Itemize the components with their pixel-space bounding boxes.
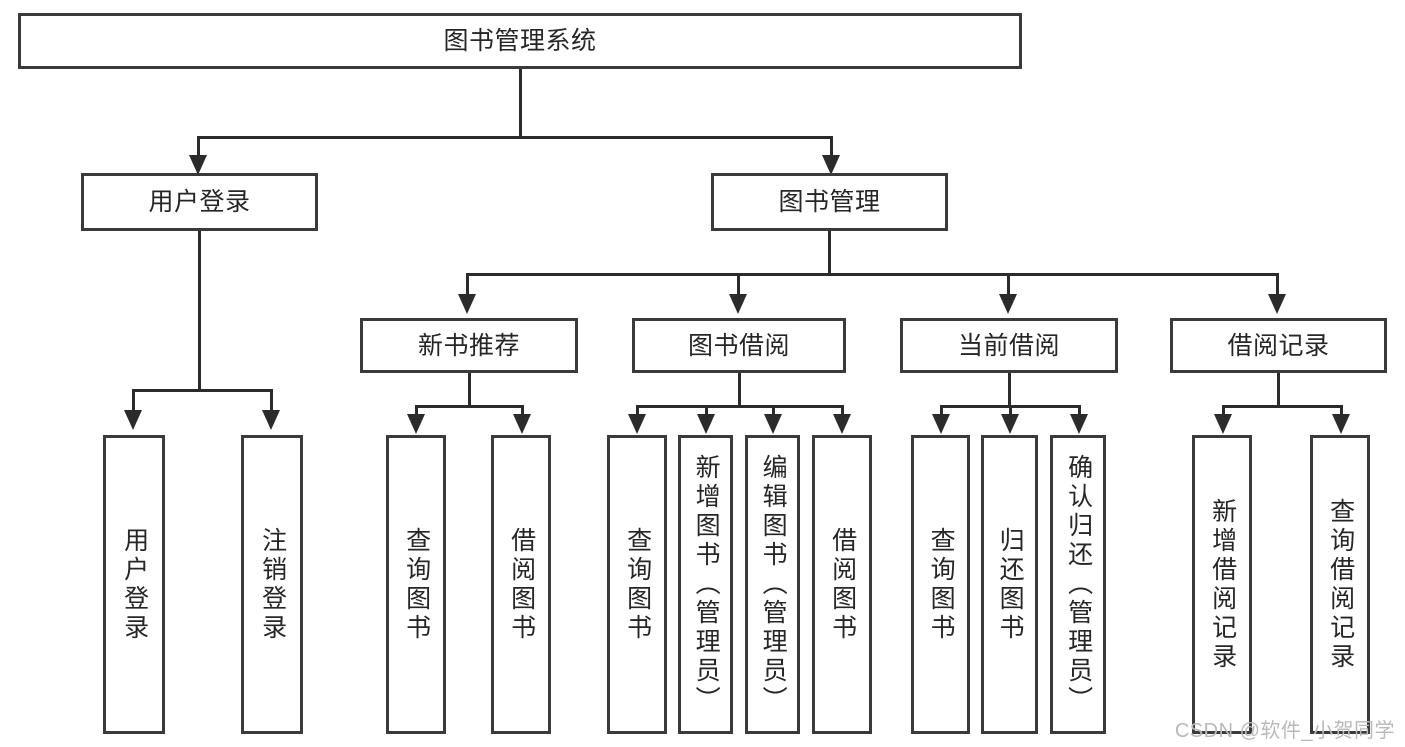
- leaf-confirm-return[interactable]: 确认归还（管理员）: [1050, 435, 1106, 734]
- edge-br-stem: [1277, 373, 1280, 407]
- edge-user-login-bus: [132, 389, 270, 392]
- edge-user-login-drop-2: [270, 389, 273, 413]
- leaf-logout-login-label: 注销登录: [258, 526, 287, 643]
- arrow-root-to-book-manage: [822, 155, 840, 175]
- leaf-borrow-book-2[interactable]: 借阅图书: [812, 435, 872, 734]
- edge-book-manage-bus: [466, 273, 1279, 276]
- node-book-manage-label: 图书管理: [778, 188, 881, 216]
- leaf-query-book-3-label: 查询图书: [927, 526, 956, 643]
- leaf-query-book-1[interactable]: 查询图书: [386, 435, 446, 734]
- arrow-root-to-user-login: [189, 155, 207, 175]
- leaf-return-book-label: 归还图书: [996, 526, 1025, 643]
- node-user-login-label: 用户登录: [148, 188, 251, 216]
- leaf-query-book-3[interactable]: 查询图书: [911, 435, 970, 734]
- leaf-add-book[interactable]: 新增图书（管理员）: [678, 435, 733, 734]
- edge-bb-drop-2: [705, 405, 708, 421]
- arrow-bb-leaf-3: [764, 414, 782, 434]
- node-current-borrow[interactable]: 当前借阅: [900, 318, 1118, 373]
- leaf-borrow-book-1[interactable]: 借阅图书: [491, 435, 551, 734]
- leaf-borrow-book-2-label: 借阅图书: [828, 526, 857, 643]
- leaf-return-book[interactable]: 归还图书: [981, 435, 1038, 734]
- edge-br-drop-2: [1340, 405, 1343, 421]
- leaf-query-book-1-label: 查询图书: [402, 526, 431, 643]
- leaf-user-login[interactable]: 用户登录: [103, 435, 165, 734]
- leaf-query-record-label: 查询借阅记录: [1326, 497, 1355, 672]
- leaf-query-record[interactable]: 查询借阅记录: [1310, 435, 1370, 734]
- leaf-add-record[interactable]: 新增借阅记录: [1192, 435, 1252, 734]
- arrow-nbr-leaf-1: [407, 414, 425, 434]
- leaf-borrow-book-1-label: 借阅图书: [507, 526, 536, 643]
- edge-nbr-bus: [415, 405, 521, 408]
- leaf-query-book-2-label: 查询图书: [623, 526, 652, 643]
- edge-bb-drop-4: [841, 405, 844, 421]
- node-root-label: 图书管理系统: [443, 27, 597, 55]
- arrow-bb-leaf-1: [628, 414, 646, 434]
- node-book-manage[interactable]: 图书管理: [711, 173, 948, 231]
- arrow-bm-to-current-borrow: [999, 294, 1017, 314]
- arrow-bb-leaf-2: [697, 414, 715, 434]
- edge-bm-drop-3: [1007, 273, 1010, 297]
- node-new-book-recommend-label: 新书推荐: [417, 331, 520, 360]
- edge-nbr-drop-1: [415, 405, 418, 421]
- leaf-add-book-label: 新增图书（管理员）: [692, 454, 721, 715]
- arrow-bm-to-new-book: [458, 294, 476, 314]
- edge-nbr-drop-2: [521, 405, 524, 421]
- arrow-bm-to-borrow-record: [1268, 294, 1286, 314]
- edge-cb-drop-2: [1009, 405, 1012, 421]
- leaf-edit-book[interactable]: 编辑图书（管理员）: [745, 435, 800, 734]
- leaf-user-login-label: 用户登录: [120, 526, 149, 643]
- watermark: CSDN @软件_小贺同学: [1174, 720, 1395, 742]
- arrow-bb-leaf-4: [833, 414, 851, 434]
- edge-root-to-book-manage: [830, 136, 833, 161]
- edge-root-to-user-login: [197, 136, 200, 161]
- edge-user-login-stem: [198, 231, 201, 391]
- edge-bb-stem: [738, 373, 741, 407]
- edge-user-login-drop-1: [132, 389, 135, 413]
- leaf-confirm-return-label: 确认归还（管理员）: [1064, 454, 1093, 715]
- leaf-logout-login[interactable]: 注销登录: [241, 435, 303, 734]
- node-new-book-recommend[interactable]: 新书推荐: [360, 318, 578, 373]
- arrow-br-leaf-1: [1214, 414, 1232, 434]
- edge-br-bus: [1222, 405, 1340, 408]
- node-current-borrow-label: 当前借阅: [957, 331, 1060, 360]
- edge-bm-drop-2: [737, 273, 740, 297]
- edge-cb-drop-1: [940, 405, 943, 421]
- arrow-bm-to-book-borrow: [729, 294, 747, 314]
- edge-cb-drop-3: [1078, 405, 1081, 421]
- arrow-cb-leaf-3: [1070, 414, 1088, 434]
- edge-bb-bus: [636, 405, 841, 408]
- edge-bm-drop-1: [466, 273, 469, 297]
- leaf-edit-book-label: 编辑图书（管理员）: [759, 454, 788, 715]
- edge-root-bus: [197, 136, 833, 139]
- edge-bm-drop-4: [1276, 273, 1279, 297]
- node-borrow-record[interactable]: 借阅记录: [1170, 318, 1387, 373]
- edge-root-stem: [519, 69, 522, 138]
- node-root[interactable]: 图书管理系统: [18, 13, 1022, 69]
- edge-book-manage-stem: [828, 231, 831, 275]
- edge-bb-drop-3: [772, 405, 775, 421]
- node-borrow-record-label: 借阅记录: [1227, 331, 1330, 360]
- arrow-cb-leaf-1: [932, 414, 950, 434]
- edge-cb-stem: [1008, 373, 1011, 407]
- edge-br-drop-1: [1222, 405, 1225, 421]
- arrow-cb-leaf-2: [1001, 414, 1019, 434]
- leaf-add-record-label: 新增借阅记录: [1208, 497, 1237, 672]
- arrow-nbr-leaf-2: [513, 414, 531, 434]
- arrow-user-login-leaf-1: [124, 410, 142, 430]
- node-book-borrow[interactable]: 图书借阅: [632, 318, 846, 373]
- arrow-user-login-leaf-2: [262, 410, 280, 430]
- leaf-query-book-2[interactable]: 查询图书: [607, 435, 667, 734]
- arrow-br-leaf-2: [1332, 414, 1350, 434]
- node-user-login[interactable]: 用户登录: [81, 173, 318, 231]
- edge-bb-drop-1: [636, 405, 639, 421]
- edge-nbr-stem: [468, 373, 471, 407]
- node-book-borrow-label: 图书借阅: [687, 331, 790, 360]
